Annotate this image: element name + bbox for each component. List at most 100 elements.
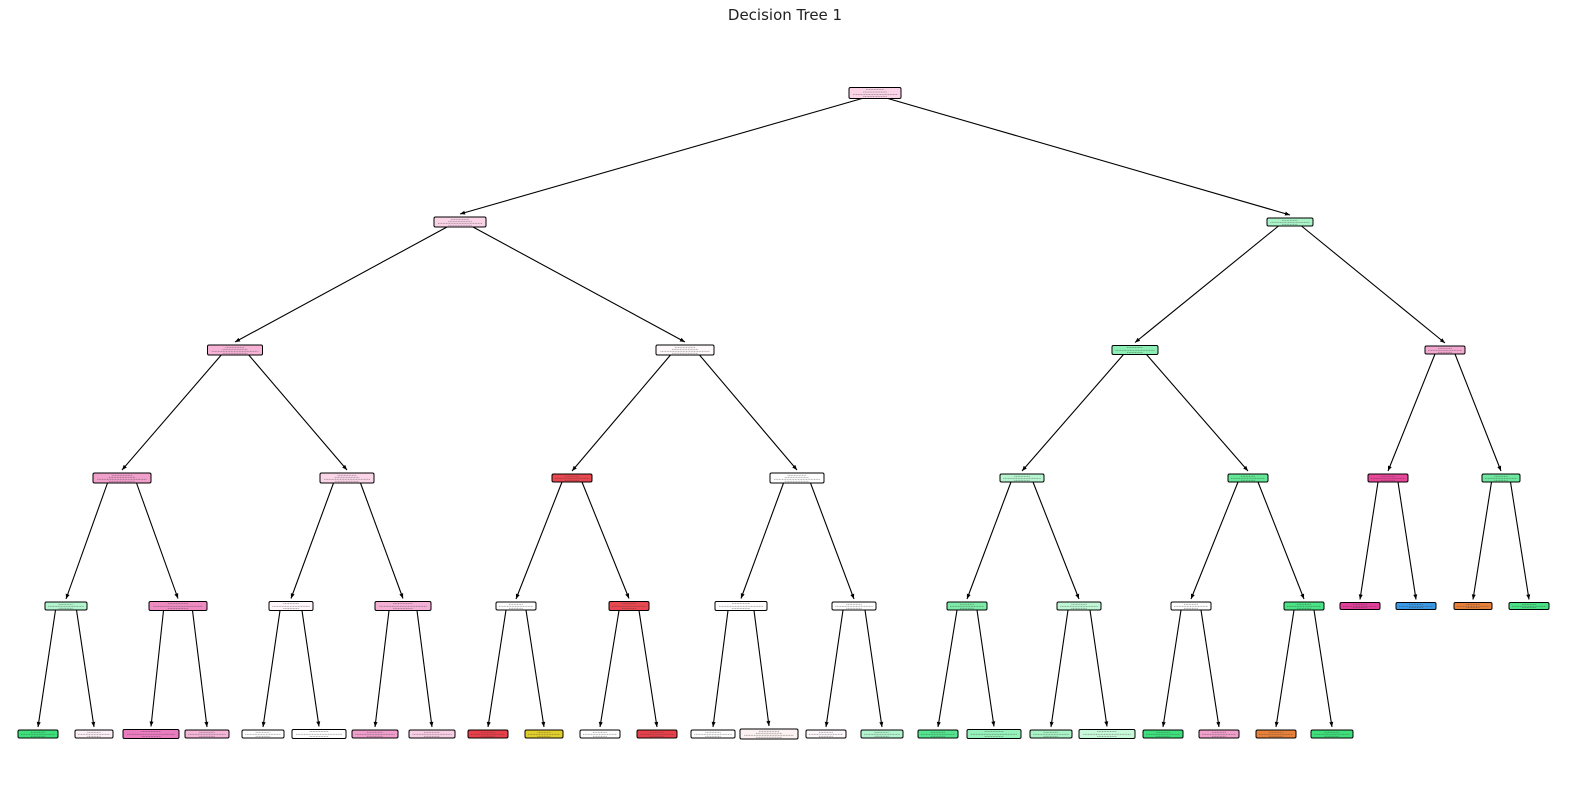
tree-leaf-node [860, 729, 904, 739]
tree-split-node [1111, 345, 1159, 355]
tree-edge [966, 481, 1012, 600]
tree-edge [1200, 609, 1220, 728]
tree-edge [1050, 609, 1069, 728]
tree-leaf-node [690, 729, 736, 739]
tree-node-box [374, 601, 432, 611]
tree-edge [1032, 481, 1080, 600]
tree-split-node [1170, 601, 1212, 611]
tree-leaf-node [1078, 729, 1136, 739]
tree-edge [374, 610, 390, 728]
tree-split-node [1227, 473, 1269, 483]
tree-edge [1301, 225, 1446, 344]
tree-edge [234, 226, 448, 343]
tree-edge-arrow [1471, 594, 1476, 600]
tree-leaf-node [184, 729, 230, 739]
tree-edge [1387, 353, 1436, 472]
tree-edge [301, 610, 320, 727]
tree-split-node [1266, 217, 1314, 227]
tree-edge [515, 481, 563, 600]
tree-edge [1509, 481, 1530, 600]
tree-node-box [769, 472, 825, 484]
tree-node-box [92, 472, 152, 484]
tree-node-box [184, 729, 230, 739]
tree-edge [65, 482, 109, 600]
tree-leaf-node [1255, 729, 1297, 739]
tree-edge [1359, 481, 1379, 600]
tree-edge [571, 354, 671, 472]
tree-edge-arrow [850, 593, 855, 599]
tree-edge-arrow [625, 593, 629, 599]
tree-edge [487, 609, 507, 728]
tree-split-node [1424, 345, 1466, 355]
tree-edge-arrow [1075, 593, 1080, 599]
tree-split-node [374, 601, 432, 611]
tree-edge-arrow [373, 721, 378, 727]
tree-leaf-node [351, 729, 399, 739]
tree-leaf-node [467, 729, 509, 739]
tree-edge-arrow [1300, 593, 1305, 599]
tree-node-box [1056, 601, 1102, 611]
tree-split-node [1367, 473, 1409, 483]
tree-edge-arrow [316, 721, 321, 727]
tree-edge [712, 610, 729, 728]
tree-split-node [1481, 473, 1521, 483]
tree-edge [525, 609, 545, 728]
tree-split-node [655, 344, 715, 356]
tree-edge [1472, 481, 1493, 600]
tree-node-box [690, 729, 736, 739]
tree-leaf-node [122, 729, 180, 739]
tree-edge-arrow [65, 593, 70, 599]
tree-edge-arrow [1413, 594, 1418, 600]
tree-edge-arrow [174, 593, 179, 599]
tree-split-node [831, 601, 877, 611]
tree-edge [37, 609, 57, 728]
tree-edge-arrow [1022, 465, 1027, 471]
tree-edge-arrow [766, 720, 771, 726]
tree-edge-arrow [1439, 338, 1445, 343]
tree-split-node [92, 472, 152, 484]
tree-edge-arrow [654, 721, 659, 727]
tree-edge [1313, 609, 1333, 728]
tree-split-node [551, 473, 593, 483]
tree-node-box [848, 87, 902, 99]
tree-edge-arrow [342, 464, 347, 470]
tree-edge-arrow [399, 593, 404, 599]
tree-node-box [207, 344, 263, 356]
tree-leaf-node [524, 729, 564, 739]
tree-leaf-node [636, 729, 678, 739]
tree-leaf-node [17, 729, 59, 739]
tree-edge [121, 354, 222, 471]
tree-edge-arrow [486, 721, 491, 727]
tree-edge [75, 609, 95, 728]
tree-edge [1454, 353, 1502, 472]
tree-edge-arrow [261, 721, 266, 727]
tree-edge-arrow [515, 593, 520, 599]
tree-leaf-node [579, 729, 621, 739]
tree-edge [290, 482, 335, 599]
tree-edge-arrow [1284, 211, 1290, 216]
tree-edge-arrow [936, 721, 941, 727]
tree-edge-arrow [149, 721, 154, 727]
tree-split-node [433, 216, 487, 228]
tree-edge [599, 610, 620, 728]
tree-node-box [268, 601, 314, 611]
tree-edge-arrow [991, 721, 996, 727]
tree-edge-arrow [541, 721, 546, 727]
tree-leaf-node [739, 728, 799, 740]
tree-edge [825, 609, 844, 728]
tree-edge [1190, 481, 1239, 600]
tree-edge-arrow [824, 721, 829, 727]
tree-node-box [319, 472, 375, 484]
tree-node-box [999, 473, 1045, 483]
tree-edge [1146, 354, 1249, 472]
tree-edge [1162, 609, 1182, 728]
tree-edge [699, 354, 798, 471]
tree-edge-arrow [1388, 465, 1392, 471]
tree-edge-arrow [1274, 721, 1279, 727]
tree-split-node [268, 601, 314, 611]
tree-edge [937, 609, 958, 728]
tree-leaf-node [1395, 602, 1437, 610]
tree-edge [753, 610, 770, 727]
tree-edge-arrow [91, 721, 96, 727]
